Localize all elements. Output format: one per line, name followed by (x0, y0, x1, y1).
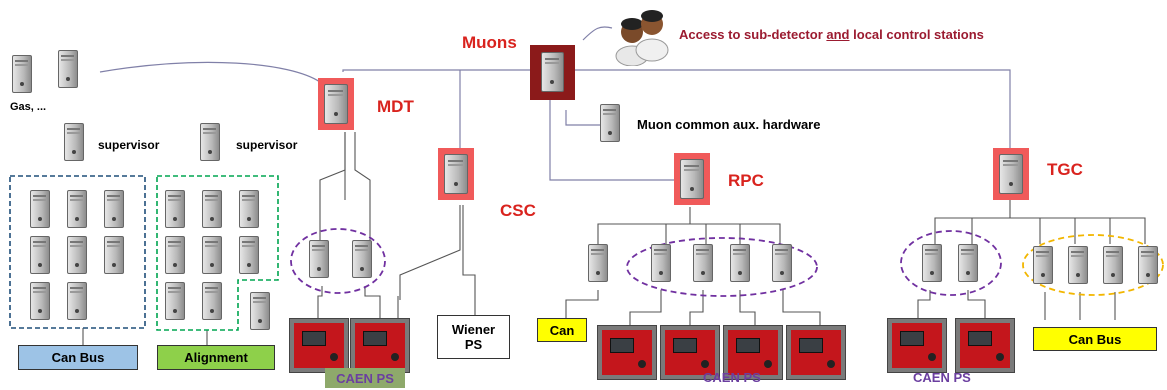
server-icon (30, 282, 50, 320)
server-icon (1068, 246, 1088, 284)
server-icon (588, 244, 608, 282)
caen-crate (597, 325, 657, 380)
server-icon (202, 236, 222, 274)
server-icon (958, 244, 978, 282)
server-icon (30, 190, 50, 228)
mdt-label: MDT (377, 97, 414, 116)
muons-label: Muons (462, 33, 517, 52)
server-icon (922, 244, 942, 282)
caen-ps-label-tgc: CAEN PS (913, 370, 971, 385)
caen-crate (786, 325, 846, 380)
server-icon (64, 123, 84, 161)
caen-crate (660, 325, 720, 380)
server-icon (730, 244, 750, 282)
server-icon (651, 244, 671, 282)
mdt-group-ellipse (290, 228, 386, 294)
can-bus-box: Can Bus (18, 345, 138, 370)
server-icon (165, 190, 185, 228)
rpc-group-ellipse (626, 237, 818, 297)
server-icon (600, 104, 620, 142)
server-icon (165, 236, 185, 274)
server-icon (30, 236, 50, 274)
server-icon (1033, 246, 1053, 284)
can-box-rpc: Can (537, 318, 587, 342)
tgc-label: TGC (1047, 160, 1083, 179)
tgc-group-ellipse (900, 230, 1002, 296)
server-icon (67, 190, 87, 228)
supervisor-label: supervisor (236, 138, 298, 152)
server-icon (104, 190, 124, 228)
mdt-node (318, 78, 354, 130)
server-icon (1138, 246, 1158, 284)
server-icon (250, 292, 270, 330)
tgc-node (993, 148, 1029, 200)
gas-label: Gas, ... (10, 101, 47, 113)
server-icon (239, 236, 259, 274)
alignment-box: Alignment (157, 345, 275, 370)
supervisor-label: supervisor (98, 138, 160, 152)
rpc-label: RPC (728, 171, 764, 190)
server-icon (200, 123, 220, 161)
caen-ps-box-mdt: CAEN PS (325, 368, 405, 388)
caen-crate (723, 325, 783, 380)
server-icon (104, 236, 124, 274)
server-icon (58, 50, 78, 88)
tgc-canbus-group-ellipse (1022, 234, 1164, 296)
muons-node (530, 45, 575, 100)
can-bus-box-tgc: Can Bus (1033, 327, 1157, 351)
csc-label: CSC (500, 201, 536, 220)
server-icon (1103, 246, 1123, 284)
csc-node (438, 148, 474, 200)
muon-aux-label: Muon common aux. hardware (637, 117, 821, 132)
access-text: Access to sub-detector and local control… (679, 27, 984, 42)
server-icon (693, 244, 713, 282)
server-icon (352, 240, 372, 278)
server-icon (12, 55, 32, 93)
caen-crate (350, 318, 410, 373)
caen-crate (955, 318, 1015, 373)
caen-crate (289, 318, 349, 373)
server-icon (772, 244, 792, 282)
server-icon (67, 282, 87, 320)
server-icon (239, 190, 259, 228)
server-icon (202, 282, 222, 320)
server-icon (67, 236, 87, 274)
users-icon (615, 10, 669, 66)
rpc-node (674, 153, 710, 205)
can-bus-group-outline (9, 175, 146, 329)
server-icon (165, 282, 185, 320)
server-icon (202, 190, 222, 228)
caen-ps-label-rpc: CAEN PS (703, 370, 761, 385)
wiener-ps-box: Wiener PS (437, 315, 510, 359)
server-icon (309, 240, 329, 278)
alignment-group-outline (156, 175, 279, 331)
caen-crate (887, 318, 947, 373)
